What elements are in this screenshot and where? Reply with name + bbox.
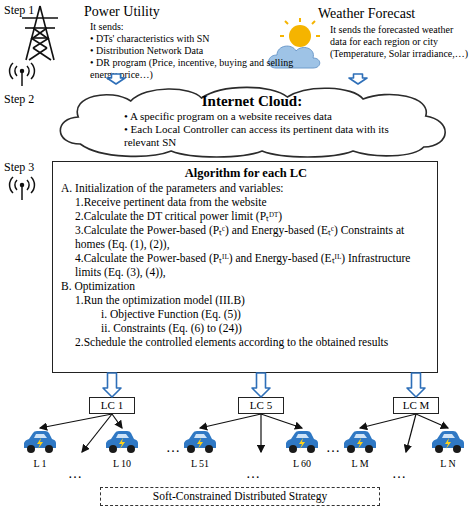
- antenna-icon: [10, 63, 35, 86]
- node-text: 1.Run the optimization model (III.B): [61, 293, 431, 307]
- node-heading: Internet Cloud:: [50, 84, 454, 110]
- car-icon: [103, 428, 141, 458]
- node-text: B. Optimization: [61, 279, 431, 293]
- step-label: Step 2: [4, 92, 34, 107]
- load-node: L M: [340, 428, 380, 478]
- node-text: • Distribution Network Data: [84, 45, 294, 57]
- node-text: • DR program (Price, incentive, buying a…: [84, 57, 294, 81]
- flow-arrow: [407, 373, 425, 397]
- node-text: It sends:: [84, 21, 294, 33]
- node-text: • DTs' characteristics with SN: [84, 33, 294, 45]
- flow-arrow: [416, 414, 448, 428]
- load-node: L 60: [282, 428, 322, 478]
- node-text: i. Objective Function (Eq. (5)): [61, 307, 431, 321]
- node-text: 2.Calculate the DT critical power limit …: [61, 209, 431, 223]
- algorithm-box: Algorithm for each LCA. Initialization o…: [52, 161, 438, 373]
- load-node: L 51: [180, 428, 220, 478]
- source-block: Power UtilityIt sends:• DTs' characteris…: [84, 4, 294, 74]
- car-icon: [21, 428, 59, 458]
- node-heading: Soft-Constrained Distributed Strategy: [101, 488, 379, 504]
- node-heading: L 10: [102, 458, 142, 470]
- step-label: Step 1: [4, 3, 34, 18]
- node-text: • Each Local Controller can access its p…: [50, 123, 454, 149]
- node-text: 2.Schedule the controlled elements accor…: [61, 335, 431, 349]
- load-node: L 1: [20, 428, 60, 478]
- ellipsis: …: [166, 440, 180, 456]
- node-heading: L M: [340, 458, 380, 470]
- controller-box: LC 5: [238, 397, 284, 414]
- flow-arrow: [103, 373, 121, 397]
- node-text: 3.Calculate the Power-based (Pₜᶜ) and En…: [61, 223, 431, 251]
- cloud-node: Internet Cloud:• A specific program on a…: [50, 84, 454, 158]
- node-heading: L N: [428, 458, 468, 470]
- controller-box: LC 1: [89, 397, 135, 414]
- ellipsis: …: [392, 466, 406, 482]
- strategy-box: Soft-Constrained Distributed Strategy: [100, 487, 380, 506]
- sun-rays: [280, 18, 320, 36]
- node-heading: L 51: [180, 458, 220, 470]
- flow-arrow: [200, 414, 261, 428]
- car-icon: [181, 428, 219, 458]
- flow-arrow: [107, 74, 125, 84]
- node-heading: L 1: [20, 458, 60, 470]
- flow-arrow: [349, 74, 367, 84]
- step-label: Step 3: [4, 160, 34, 175]
- flow-arrow: [360, 414, 416, 428]
- controller-box: LC M: [393, 397, 439, 414]
- car-icon: [283, 428, 321, 458]
- node-text: It sends the forecasted weather data for…: [318, 24, 472, 60]
- extra-arrows: [82, 414, 416, 452]
- node-heading: L 60: [282, 458, 322, 470]
- node-text: ii. Constraints (Eq. (6) to (24)): [61, 321, 431, 335]
- node-text: 1.Receive pertinent data from the websit…: [61, 195, 431, 209]
- node-heading: Algorithm for each LC: [61, 166, 431, 181]
- node-text: • A specific program on a website receiv…: [50, 110, 454, 123]
- source-block: Weather Forecast It sends the forecasted …: [318, 6, 472, 74]
- flow-arrow: [252, 373, 270, 397]
- node-text: 4.Calculate the Power-based (Pₜᴵᴸ) and E…: [61, 251, 431, 279]
- car-icon: [429, 428, 467, 458]
- sun: [289, 25, 311, 47]
- flow-arrow: [112, 414, 122, 428]
- node-heading: Weather Forecast: [318, 6, 472, 22]
- node-heading: LC 5: [239, 398, 283, 413]
- flow-arrow: [261, 414, 302, 428]
- ellipsis: …: [326, 440, 340, 456]
- node-heading: Power Utility: [84, 4, 294, 20]
- ellipsis: …: [246, 466, 260, 482]
- antenna-icon: [10, 177, 35, 200]
- load-node: L 10: [102, 428, 142, 478]
- flow-arrow: [40, 414, 112, 428]
- car-icon: [341, 428, 379, 458]
- node-heading: LC 1: [90, 398, 134, 413]
- ellipsis: …: [68, 466, 82, 482]
- load-node: L N: [428, 428, 468, 478]
- node-heading: LC M: [394, 398, 438, 413]
- node-text: A. Initialization of the parameters and …: [61, 181, 431, 195]
